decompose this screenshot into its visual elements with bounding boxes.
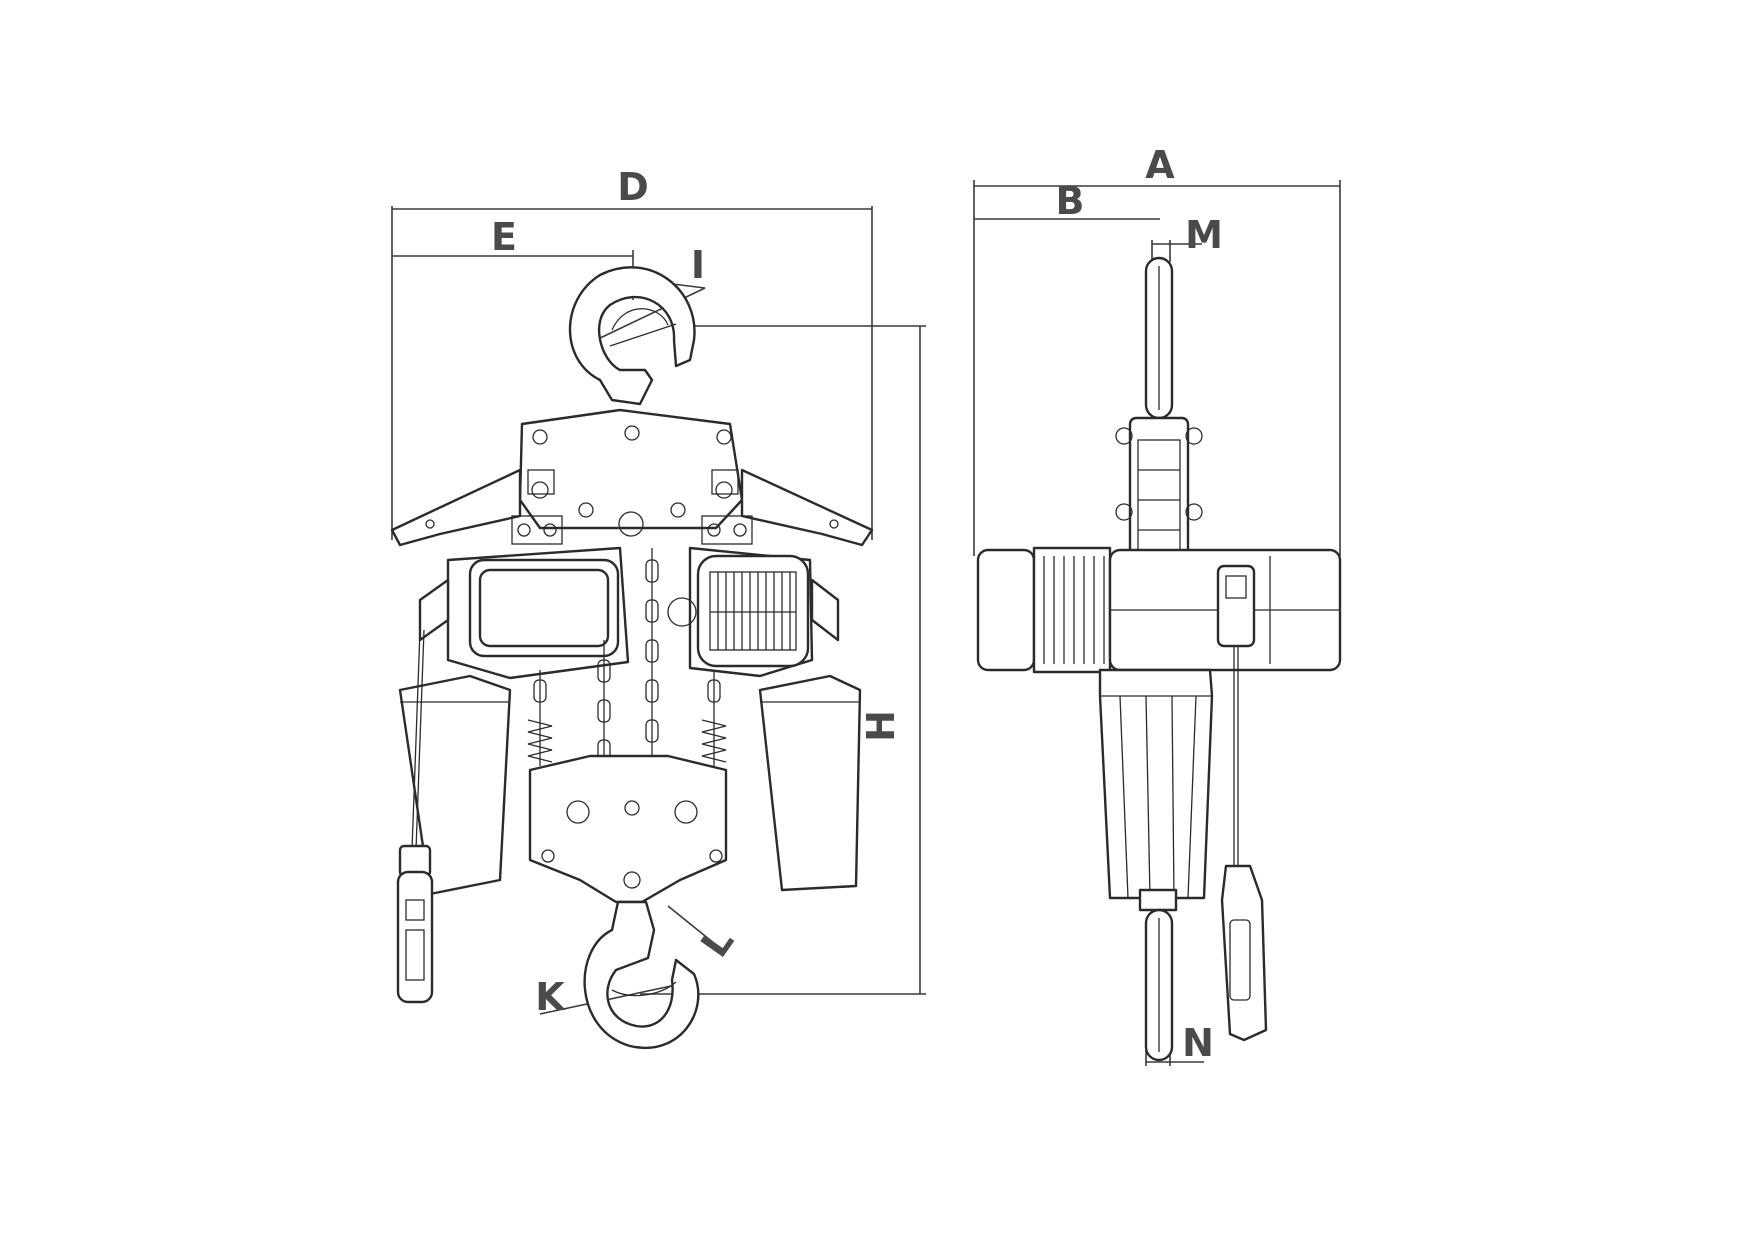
suspension-plate	[390, 408, 874, 547]
dimension-label-l: L	[692, 920, 742, 965]
dimension-label-b: B	[1056, 179, 1085, 223]
bottom-chain-loop	[1144, 908, 1174, 1062]
dimension-lines-side	[973, 180, 1341, 1066]
dimension-lines-front	[391, 206, 926, 1015]
dimension-label-k: K	[535, 975, 566, 1019]
motor-housings	[418, 546, 840, 680]
vent-grille	[710, 572, 796, 650]
pendant-control	[396, 629, 434, 1004]
side-chain-bag	[1098, 668, 1214, 912]
load-chains	[527, 548, 727, 766]
side-pendant	[1220, 646, 1268, 1042]
front-view: D E I H K L	[390, 165, 926, 1049]
top-chain-loop	[1144, 256, 1174, 420]
dimension-label-a: A	[1145, 143, 1175, 187]
upper-hook	[568, 266, 696, 406]
chain-bags	[398, 674, 862, 896]
dimension-label-n: N	[1182, 1021, 1214, 1065]
side-view: A B M N	[973, 143, 1342, 1066]
dimension-label-m: M	[1185, 213, 1223, 257]
lower-hook	[583, 900, 700, 1049]
cooling-fins	[1043, 556, 1105, 664]
side-suspension	[1115, 416, 1203, 560]
side-body	[976, 546, 1342, 674]
dimension-label-i: I	[691, 243, 705, 287]
dimension-label-h: H	[859, 710, 903, 742]
dimension-label-d: D	[617, 165, 649, 209]
dimension-label-e: E	[491, 215, 517, 259]
bottom-block	[528, 754, 728, 904]
